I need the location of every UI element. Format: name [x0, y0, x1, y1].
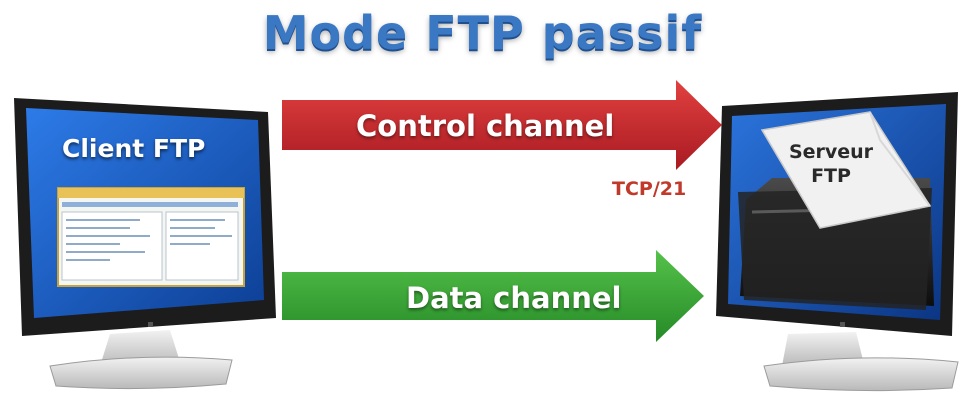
server-monitor — [716, 92, 959, 392]
data-channel-arrow — [282, 250, 704, 342]
control-channel-label: Control channel — [356, 109, 615, 143]
document-icon — [760, 111, 932, 229]
client-monitor — [14, 98, 276, 390]
ftp-client-window — [57, 187, 245, 287]
diagram-title: Mode FTP passif — [262, 6, 703, 60]
data-channel-label: Data channel — [406, 281, 622, 315]
server-label: Serveur FTP — [788, 141, 874, 187]
control-port-label: TCP/21 — [612, 178, 687, 200]
client-label: Client FTP — [62, 134, 206, 163]
control-channel-arrow — [282, 80, 722, 170]
